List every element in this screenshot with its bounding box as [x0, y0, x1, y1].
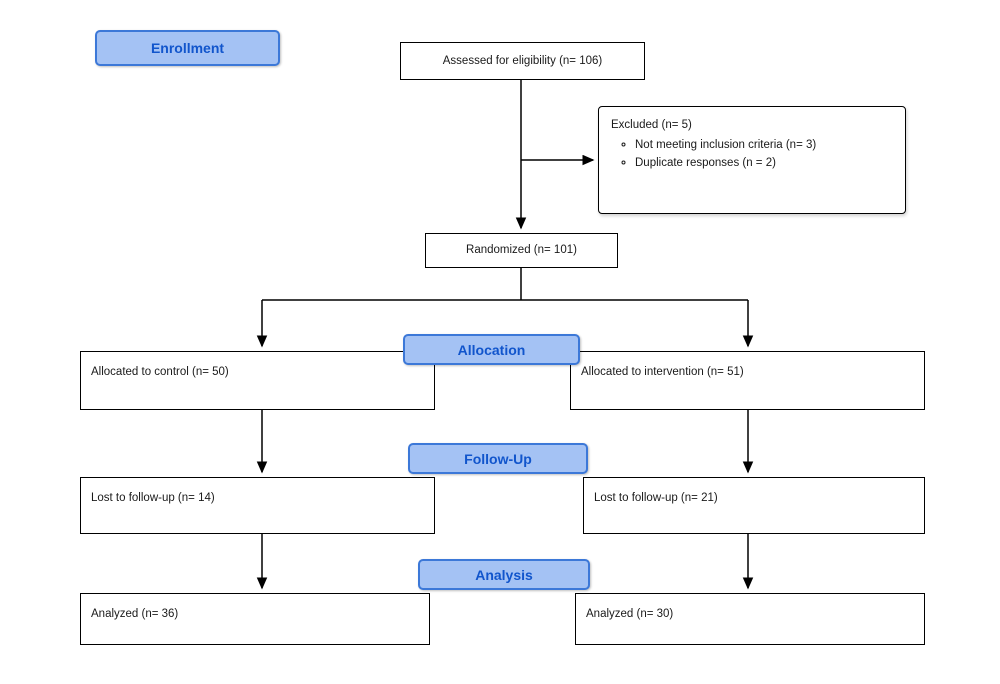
box-lost-followup-intervention: Lost to follow-up (n= 21)	[583, 477, 925, 534]
box-allocated-control: Allocated to control (n= 50)	[80, 351, 435, 410]
box-allocated-intervention: Allocated to intervention (n= 51)	[570, 351, 925, 410]
excluded-item-duplicate-responses: Duplicate responses (n = 2)	[635, 156, 893, 171]
box-randomized: Randomized (n= 101)	[425, 233, 618, 268]
stage-label-enrollment: Enrollment	[95, 30, 280, 66]
box-lost-followup-control: Lost to follow-up (n= 14)	[80, 477, 435, 534]
box-analyzed-intervention: Analyzed (n= 30)	[575, 593, 925, 645]
excluded-title: Excluded (n= 5)	[611, 119, 692, 131]
box-excluded: Excluded (n= 5) Not meeting inclusion cr…	[598, 106, 906, 214]
box-assessed-for-eligibility: Assessed for eligibility (n= 106)	[400, 42, 645, 80]
box-analyzed-control: Analyzed (n= 36)	[80, 593, 430, 645]
stage-label-allocation: Allocation	[403, 334, 580, 365]
stage-label-followup: Follow-Up	[408, 443, 588, 474]
excluded-item-inclusion-criteria: Not meeting inclusion criteria (n= 3)	[635, 138, 893, 153]
excluded-list: Not meeting inclusion criteria (n= 3) Du…	[635, 138, 893, 171]
stage-label-analysis: Analysis	[418, 559, 590, 590]
